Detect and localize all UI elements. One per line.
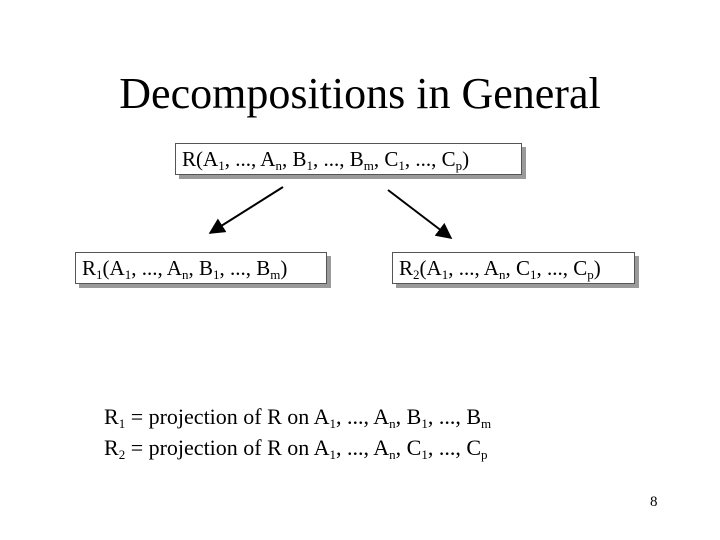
relation-r2-box: R2(A1, ..., An, C1, ..., Cp) — [392, 252, 635, 284]
relation-r1-box: R1(A1, ..., An, B1, ..., Bm) — [75, 252, 327, 284]
relation-r-box: R(A1, ..., An, B1, ..., Bm, C1, ..., Cp) — [175, 143, 522, 175]
note-r1: R1 = projection of R on A1, ..., An, B1,… — [104, 404, 492, 431]
arrow-to-r1 — [208, 186, 284, 234]
arrow-to-r2 — [387, 189, 453, 239]
page-number: 8 — [650, 494, 658, 510]
projection-notes: R1 = projection of R on A1, ..., An, B1,… — [104, 401, 491, 463]
slide-title: Decompositions in General — [119, 69, 601, 118]
note-r2: R2 = projection of R on A1, ..., An, C1,… — [104, 435, 488, 462]
